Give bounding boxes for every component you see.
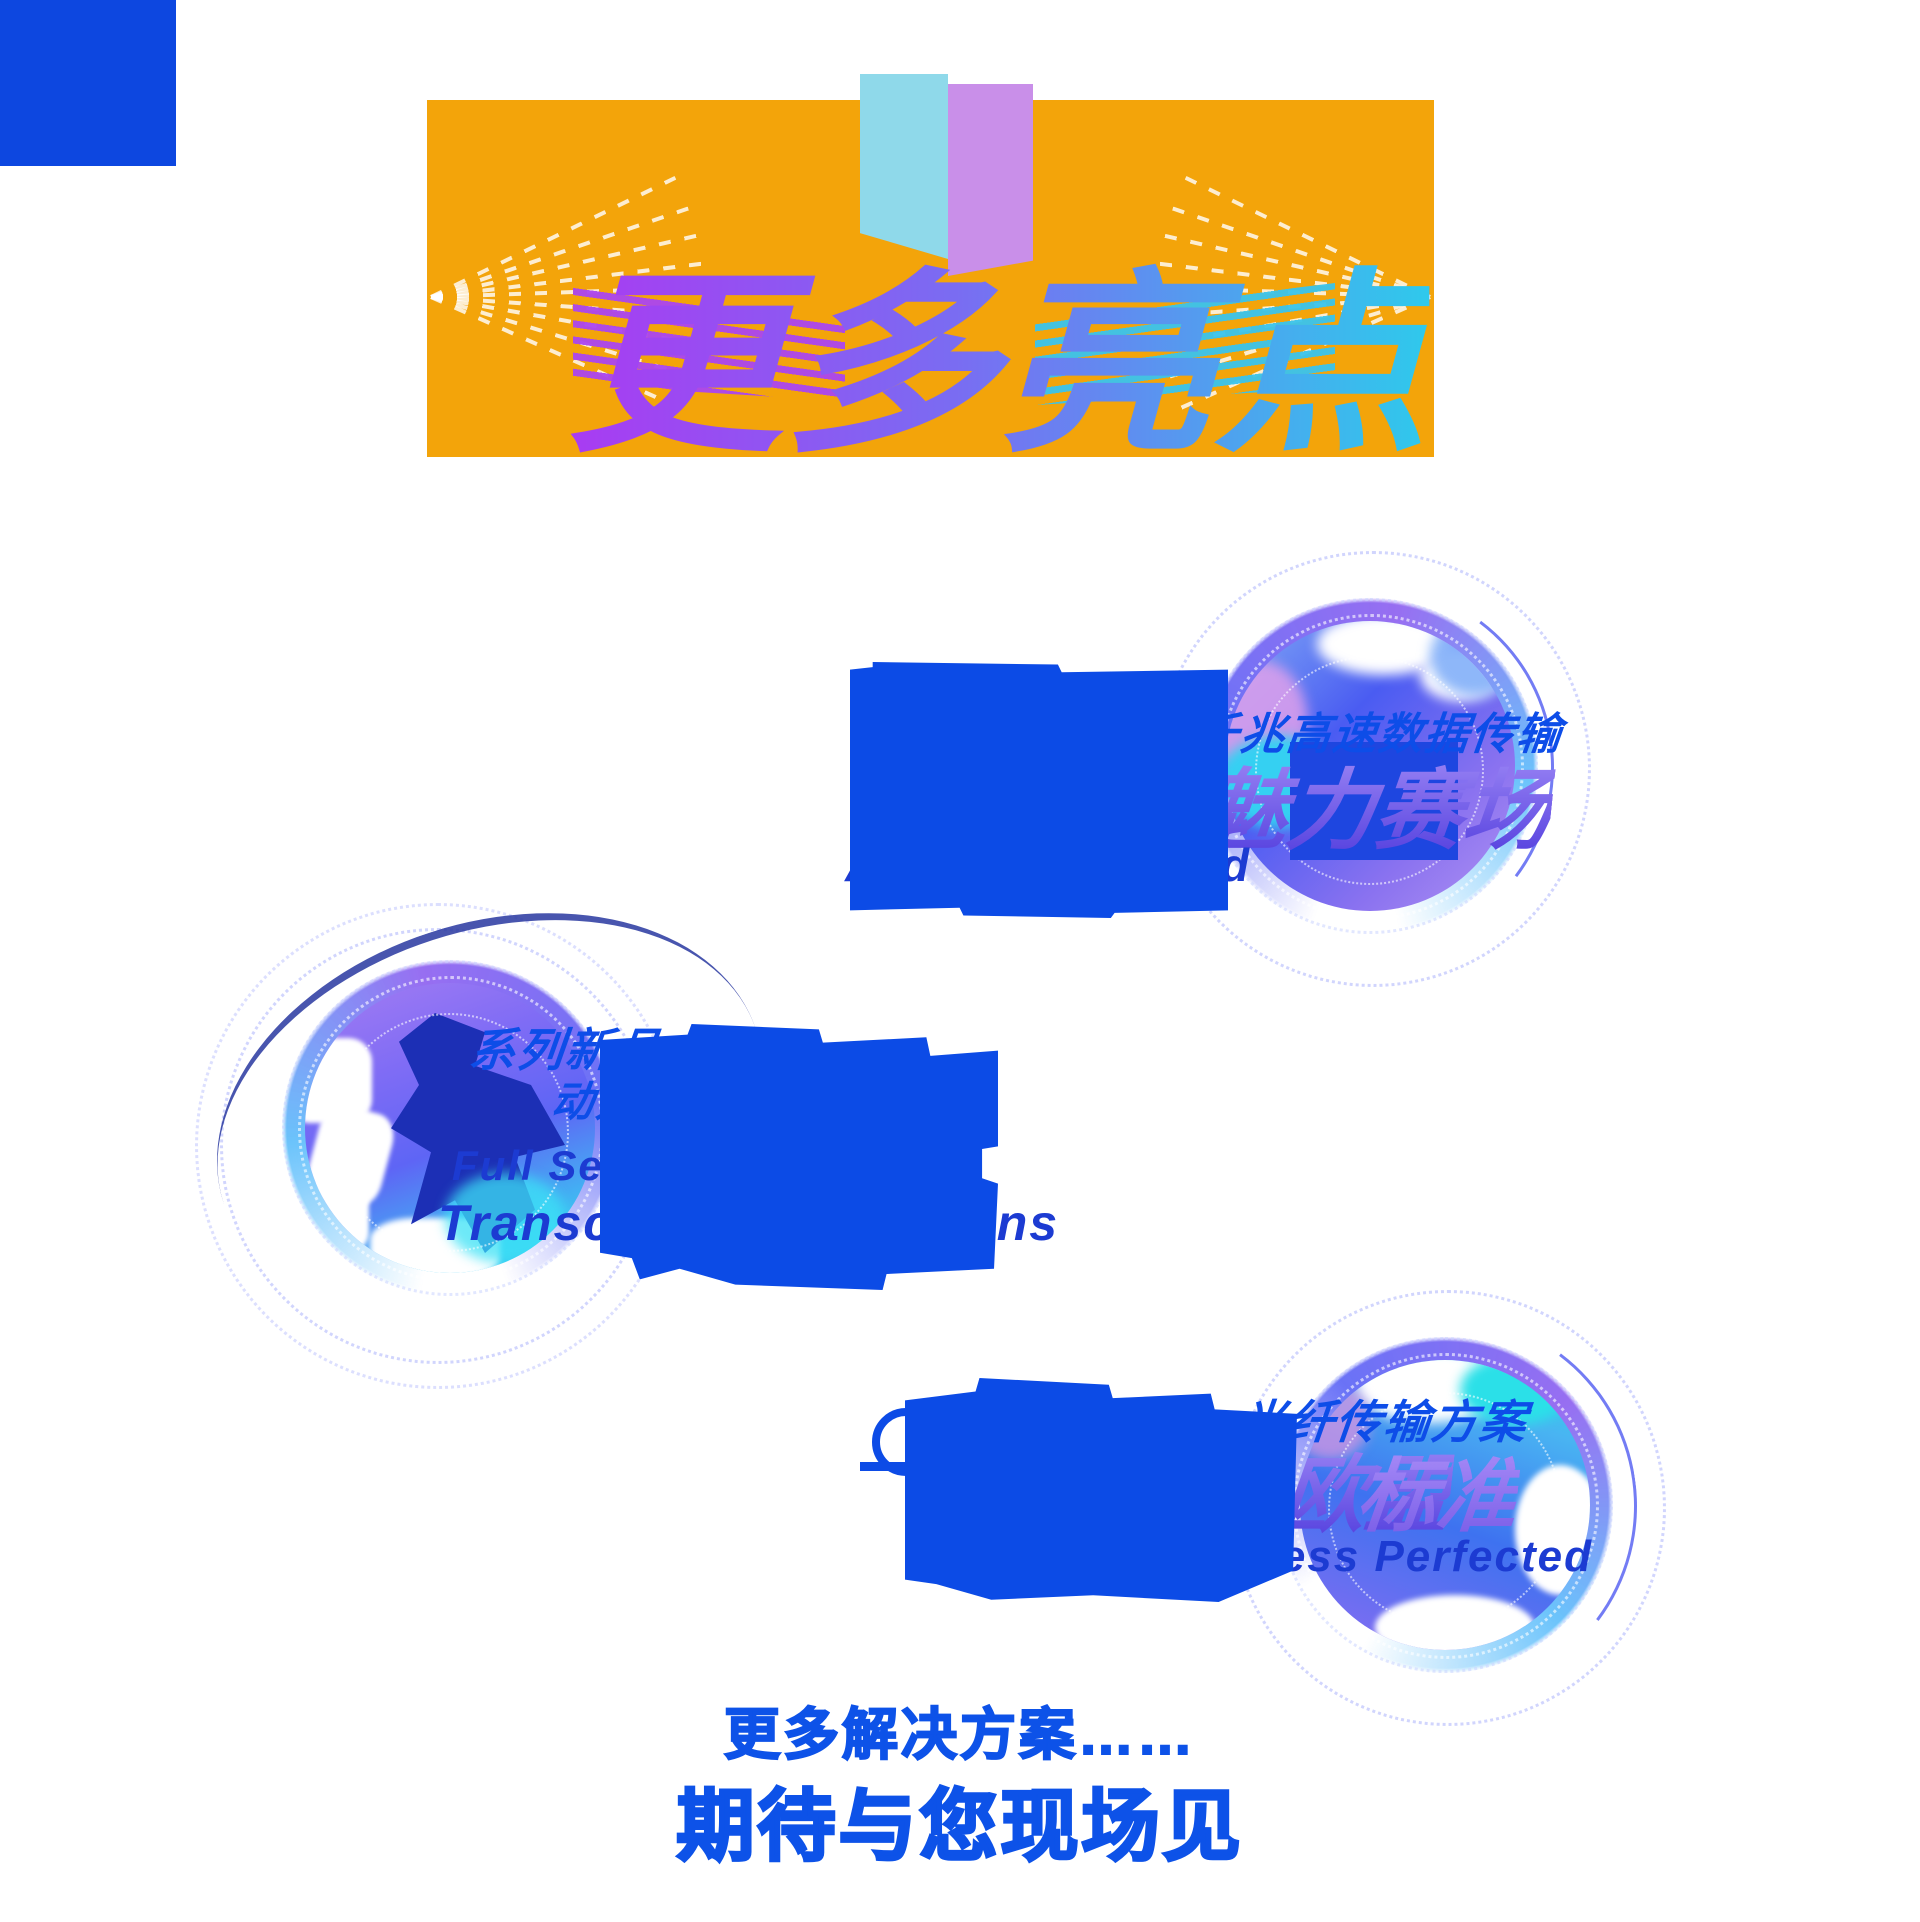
section-highlight-3: 光纤传输方案 欧盟 标准 Process Perfected [0, 0, 1920, 1745]
garbled-text-blob-3b [0, 0, 176, 166]
planet-badge-1-icon [1155, 551, 1591, 987]
text-backing [1290, 742, 1458, 860]
garbled-text-blob-3 [905, 1378, 1297, 1602]
footer-more-solutions: 更多解决方案…… [723, 1702, 1196, 1767]
ribbon-cyan-icon [860, 74, 948, 259]
planet-badge-2-icon [163, 845, 817, 1389]
banner: 更多亮点 [427, 74, 1434, 473]
ribbon-purple-icon [948, 84, 1033, 276]
footer-see-you-onsite: 期待与您现场见 [675, 1781, 1244, 1872]
garbled-text-blob-2 [600, 1024, 998, 1290]
garbled-text-blob-1 [850, 662, 1228, 918]
s3-zh-big2: 标准 [1352, 1432, 1524, 1548]
planet-badge-3-icon [1205, 1265, 1685, 1745]
banner-title: 更多亮点 [567, 256, 1430, 475]
ring-glyph-bar-icon [860, 1462, 926, 1471]
